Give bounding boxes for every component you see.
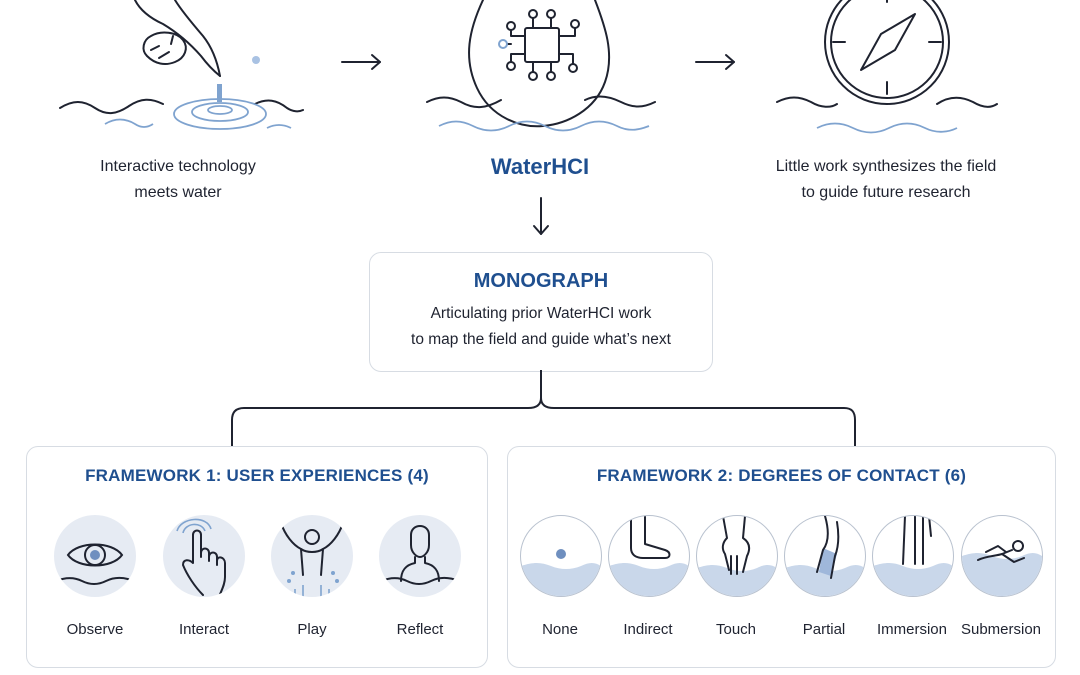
framework2-title: FRAMEWORK 2: DEGREES OF CONTACT (6) [596, 466, 967, 485]
interact-circle [163, 515, 245, 597]
left-caption-line-1: Interactive technology [100, 158, 256, 175]
monograph-title: MONOGRAPH [473, 270, 609, 292]
water-drop-chip-icon [426, 0, 656, 132]
submersion-circle [961, 515, 1043, 597]
person-in-water-icon [380, 525, 460, 585]
monograph-line-2: to map the field and guide what’s next [411, 331, 671, 348]
compass-icon [776, 0, 998, 134]
hand-touch-icon [697, 516, 777, 596]
right-caption: Little work synthesizes the field to gui… [736, 154, 1036, 206]
left-caption: Interactive technology meets water [60, 154, 296, 206]
interact-label: Interact [178, 621, 230, 638]
connector-bracket [231, 370, 856, 447]
none-circle [520, 515, 602, 597]
immersion-label: Immersion [876, 621, 947, 638]
waterhci-title: WaterHCI [490, 154, 590, 179]
monograph-box: MONOGRAPH Articulating prior WaterHCI wo… [369, 252, 713, 372]
none-label: None [542, 621, 578, 638]
pointing-hand-icon [176, 518, 226, 597]
partial-label: Partial [802, 621, 846, 638]
swimmer-icon [962, 540, 1042, 596]
reflect-label: Reflect [396, 621, 444, 638]
eye-icon [55, 543, 135, 585]
left-caption-line-2: meets water [134, 184, 222, 201]
arrow-right-icon [695, 54, 735, 70]
monograph-line-1: Articulating prior WaterHCI work [430, 305, 652, 322]
dot-icon [521, 549, 601, 596]
right-caption-line-1: Little work synthesizes the field [775, 158, 997, 175]
submersion-label: Submersion [960, 621, 1042, 638]
foot-icon [609, 516, 689, 596]
framework2-box: FRAMEWORK 2: DEGREES OF CONTACT (6) None… [507, 446, 1056, 668]
indirect-circle [608, 515, 690, 597]
legs-icon [873, 516, 953, 596]
immersion-circle [872, 515, 954, 597]
finger-touching-water-icon [59, 0, 304, 130]
touch-label: Touch [715, 621, 757, 638]
play-circle [271, 515, 353, 597]
touch-circle [696, 515, 778, 597]
person-splashing-icon [280, 522, 344, 597]
leg-icon [785, 516, 865, 596]
indirect-label: Indirect [623, 621, 673, 638]
reflect-circle [379, 515, 461, 597]
observe-circle [54, 515, 136, 597]
framework1-box: FRAMEWORK 1: USER EXPERIENCES (4) Observ… [26, 446, 488, 668]
observe-label: Observe [66, 621, 124, 638]
arrow-right-icon [341, 54, 381, 70]
play-label: Play [297, 621, 327, 638]
partial-circle [784, 515, 866, 597]
right-caption-line-2: to guide future research [801, 184, 971, 201]
framework1-title: FRAMEWORK 1: USER EXPERIENCES (4) [85, 466, 429, 485]
arrow-down-icon [533, 197, 549, 235]
